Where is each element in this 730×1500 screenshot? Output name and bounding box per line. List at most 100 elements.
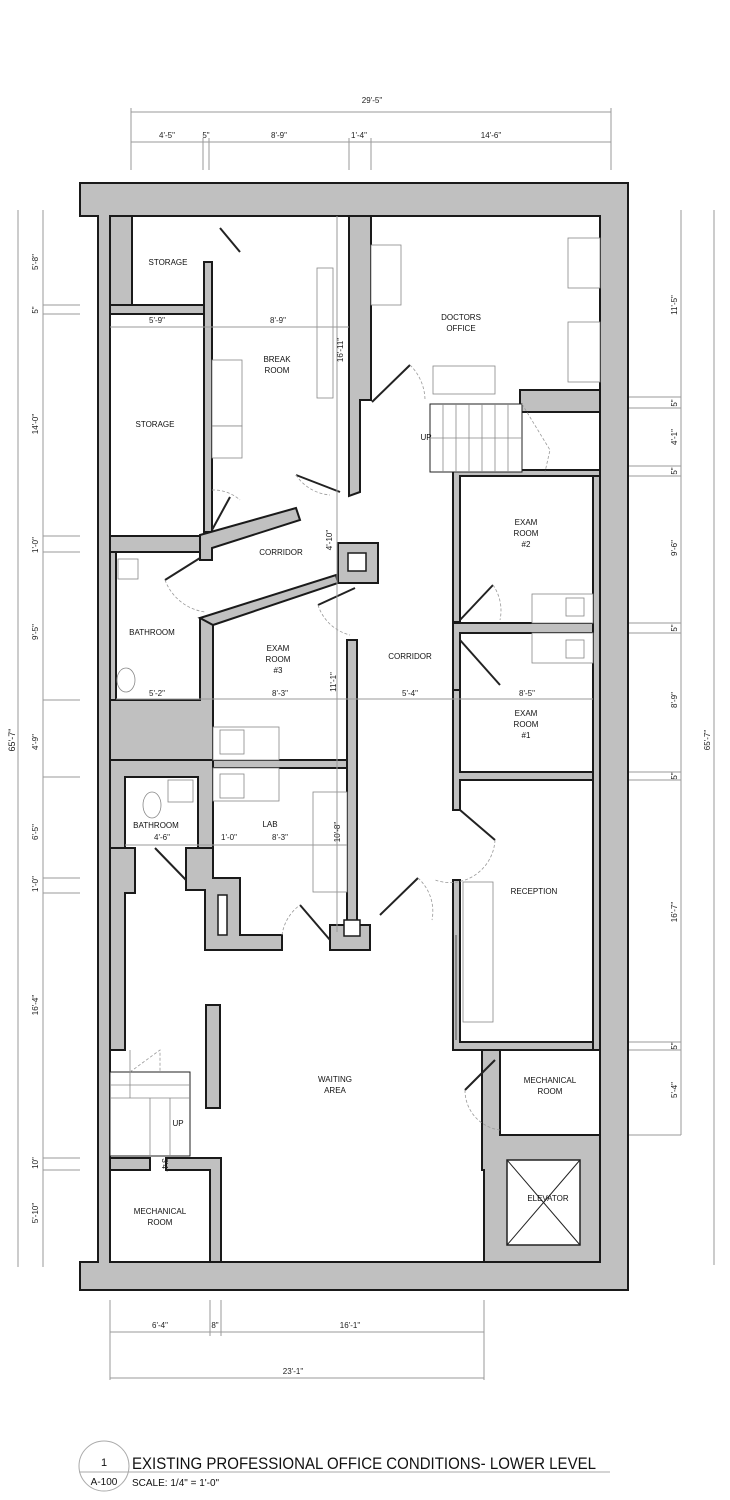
dim-label: 8" <box>211 1321 218 1330</box>
dim-label: 5" <box>670 1042 679 1049</box>
table <box>211 359 243 427</box>
dim-label: 5'-4" <box>670 1082 679 1098</box>
dim-label: 9'-6" <box>670 540 679 556</box>
counter <box>211 425 243 459</box>
room-mechanical-right: MECHANICAL <box>524 1076 577 1085</box>
sink-icon <box>117 558 139 580</box>
elevator <box>506 1159 581 1246</box>
interior-dimensions: 5'-9" 8'-9" 16'-11" 4'-10" 5'-2" 8'-3" 1… <box>110 216 593 1172</box>
room-waiting-area: WAITING <box>318 1075 352 1084</box>
sink-icon <box>565 639 585 659</box>
room-mechanical-left: MECHANICAL <box>134 1207 187 1216</box>
door <box>299 904 331 941</box>
door <box>154 847 187 881</box>
dim-label: 9'-5" <box>31 624 40 640</box>
room-mechanical-right-line2: ROOM <box>538 1087 563 1096</box>
toilet-icon <box>142 791 162 819</box>
dim-label: 5" <box>31 306 40 313</box>
dim-label: 1'-0" <box>31 537 40 553</box>
sheet-number: A-100 <box>91 1477 118 1488</box>
room-break-room: BREAK <box>263 355 291 364</box>
sink-icon <box>219 773 245 799</box>
door <box>459 584 494 621</box>
dim-label: 14'-0" <box>31 414 40 435</box>
dim-label: 10" <box>31 1157 40 1169</box>
room-break-room-line2: ROOM <box>265 366 290 375</box>
dim-label: 10'-8" <box>333 822 342 843</box>
dim-label: 5'-10" <box>31 1203 40 1224</box>
room-exam-2-line2: ROOM <box>514 529 539 538</box>
desk <box>432 365 496 395</box>
room-exam-3-line2: ROOM <box>266 655 291 664</box>
door <box>219 227 241 253</box>
dim-label: 1'-4" <box>351 131 367 140</box>
desk <box>370 244 402 306</box>
dim-label: 16'-1" <box>340 1321 361 1330</box>
stair-up-label: UP <box>420 433 431 442</box>
cabinet <box>567 321 601 383</box>
dim-label: 16'-7" <box>670 902 679 923</box>
dim-label: 8'-9" <box>270 316 286 325</box>
door <box>459 639 501 686</box>
room-exam-3: EXAM <box>267 644 290 653</box>
cabinet <box>567 237 601 289</box>
room-storage: STORAGE <box>136 420 175 429</box>
room-doctors-office: DOCTORS <box>441 313 481 322</box>
room-exam-1-line3: #1 <box>522 731 531 740</box>
door <box>295 474 341 493</box>
dim-right-overall: 65'-7" <box>703 730 712 751</box>
room-elevator: ELEVATOR <box>527 1194 569 1203</box>
stair-lower <box>109 1049 191 1157</box>
dim-label: 8'-9" <box>271 131 287 140</box>
room-labels: STORAGE STORAGE BREAK ROOM DOCTORS OFFIC… <box>129 258 577 1227</box>
room-exam-3-line3: #3 <box>274 666 283 675</box>
doors <box>154 227 502 1131</box>
room-corridor-upper: CORRIDOR <box>259 548 303 557</box>
door <box>164 557 201 581</box>
door <box>459 809 496 841</box>
room-exam-1-line2: ROOM <box>514 720 539 729</box>
room-corridor: CORRIDOR <box>388 652 432 661</box>
stair-upper <box>429 403 551 473</box>
dim-label: 5'-8" <box>31 254 40 270</box>
dim-label: 11'-1" <box>329 672 338 692</box>
door <box>379 877 419 916</box>
dim-left-overall: 65'-7" <box>7 729 17 752</box>
top-dimensions: 29'-5" 4'-5" 5" 8'-9" 1'-4" 14'-6" <box>130 96 612 170</box>
dim-label: 5'-2" <box>149 689 165 698</box>
dim-label: 5'-4" <box>402 689 418 698</box>
room-bathroom-lower: BATHROOM <box>133 821 179 830</box>
drawing-scale: SCALE: 1/4" = 1'-0" <box>132 1478 220 1489</box>
door <box>371 364 411 403</box>
dim-label: 4'-9" <box>31 734 40 750</box>
counter <box>312 791 348 893</box>
dim-label: 8'-3" <box>272 689 288 698</box>
dim-bottom-overall: 23'-1" <box>283 1367 304 1376</box>
dim-label: 3'4" <box>160 1158 169 1171</box>
drawing-number: 1 <box>101 1457 107 1469</box>
fixtures <box>109 237 601 1246</box>
dim-label: 11'-5" <box>670 295 679 315</box>
dim-label: 5" <box>670 772 679 779</box>
dim-label: 5" <box>202 131 209 140</box>
right-dimensions: 11'-5" 5" 4'-1" 5" 9'-6" 5" 8'-9" 5" 16'… <box>610 210 715 1265</box>
counter <box>316 267 334 399</box>
room-exam-2-line3: #2 <box>522 540 531 549</box>
dim-label: 14'-6" <box>481 131 502 140</box>
room-storage-top: STORAGE <box>149 258 188 267</box>
dim-label: 16'-4" <box>31 995 40 1016</box>
dim-label: 4'-6" <box>154 833 170 842</box>
room-waiting-area-line2: AREA <box>324 1086 346 1095</box>
room-lab: LAB <box>262 820 277 829</box>
dim-label: 5'-9" <box>149 316 165 325</box>
dim-label: 6'-5" <box>31 824 40 840</box>
door <box>211 496 231 531</box>
room-mechanical-left-line2: ROOM <box>148 1218 173 1227</box>
dim-label: 5" <box>670 624 679 631</box>
bottom-dimensions: 6'-4" 8" 16'-1" 23'-1" <box>109 1300 485 1380</box>
room-bathroom-upper: BATHROOM <box>129 628 175 637</box>
dim-label: 6'-4" <box>152 1321 168 1330</box>
stair-up-lower-label: UP <box>172 1119 183 1128</box>
left-dimensions: 5'-8" 5" 14'-0" 1'-0" 9'-5" 4'-9" 6'-5" … <box>7 210 80 1267</box>
